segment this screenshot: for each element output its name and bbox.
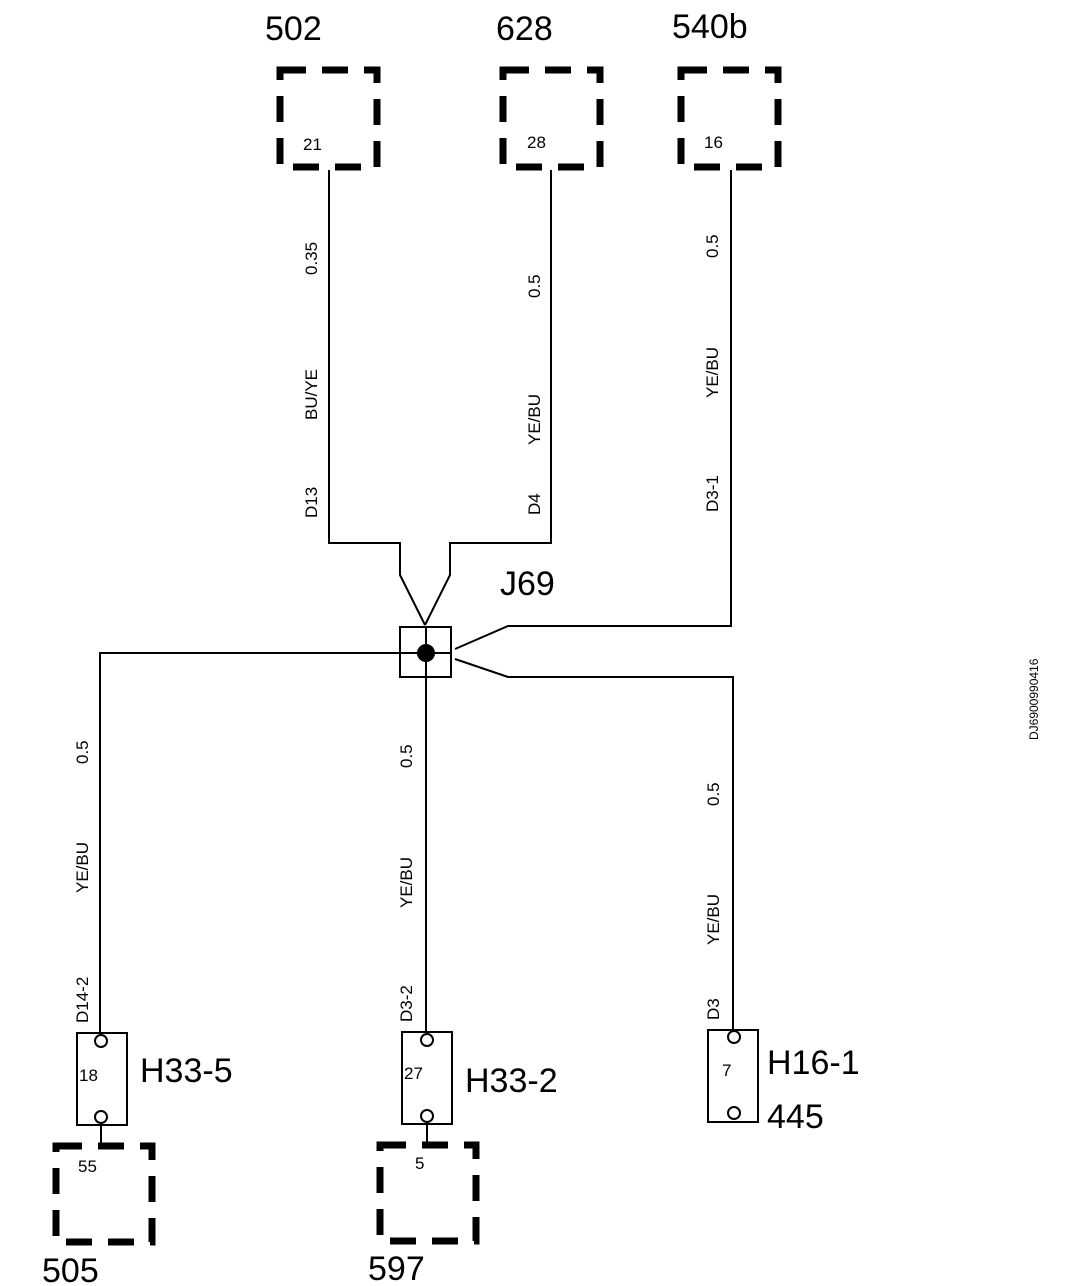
component-597-label: 597 (368, 1250, 425, 1286)
component-502-pin: 21 (303, 135, 322, 154)
component-540b-box (677, 66, 782, 171)
component-597-pin: 5 (415, 1154, 424, 1173)
connector-h16-1-pin-bottom (727, 1106, 741, 1120)
component-628-box (499, 66, 604, 171)
component-540b-label: 540b (672, 8, 748, 46)
component-505-box (52, 1142, 156, 1246)
connector-h33-2-body (401, 1031, 453, 1125)
component-628-pin: 28 (527, 133, 546, 152)
component-502: 502 21 (265, 10, 381, 171)
wire-d4-id: D4 (525, 493, 544, 515)
wire-d14-2-color: YE/BU (73, 842, 92, 893)
wire-d3-color: YE/BU (704, 894, 723, 945)
component-540b: 540b 16 (672, 8, 782, 171)
wire-d3 (454, 658, 734, 1030)
wire-d3-2-color: YE/BU (397, 857, 416, 908)
wire-d4-color: YE/BU (525, 394, 544, 445)
component-502-box (276, 66, 381, 171)
wire-d13-color: BU/YE (302, 369, 321, 420)
connector-h33-2-pin-top (420, 1033, 434, 1047)
component-505-pin: 55 (78, 1157, 97, 1176)
connector-h33-2-label: H33-2 (465, 1062, 558, 1100)
wire-d14-2-size: 0.5 (73, 740, 92, 764)
splice-label: J69 (500, 565, 555, 603)
connector-h33-2-pin: 27 (404, 1064, 423, 1083)
wire-d13-id: D13 (302, 487, 321, 518)
wire-d13-size: 0.35 (302, 242, 321, 275)
wire-d3-1-color: YE/BU (703, 347, 722, 398)
wire-d3-1-size: 0.5 (703, 234, 722, 258)
wire-d3-size: 0.5 (704, 782, 723, 806)
connector-h16-1: 7 H16-1 445 (707, 1029, 860, 1136)
wire-d14-2-id: D14-2 (73, 977, 92, 1023)
component-505: 55 505 (42, 1142, 156, 1286)
connector-h33-5-body (76, 1032, 128, 1126)
component-597-box (376, 1141, 480, 1245)
figure-id: DJ6900990416 (1027, 658, 1041, 740)
connector-h33-5-label: H33-5 (140, 1052, 233, 1090)
wire-d3-1-id: D3-1 (703, 475, 722, 512)
component-597: 5 597 (368, 1141, 480, 1286)
wire-d3-id: D3 (704, 998, 723, 1020)
wire-d3-1 (454, 170, 732, 650)
wire-d4-size: 0.5 (525, 274, 544, 298)
wire-d3-2-id: D3-2 (397, 985, 416, 1022)
connector-h33-2: 27 H33-2 (401, 1031, 558, 1125)
wire-d4 (424, 170, 552, 626)
wire-d3-2-size: 0.5 (397, 744, 416, 768)
component-628-label: 628 (496, 10, 553, 48)
connector-h33-5-pin-bottom (94, 1110, 108, 1124)
splice-dot (417, 644, 435, 662)
connector-h33-5-pin-top (94, 1034, 108, 1048)
component-540b-pin: 16 (704, 133, 723, 152)
connector-h33-5: 18 H33-5 (76, 1032, 233, 1126)
component-628: 628 28 (496, 10, 604, 171)
connector-h16-1-pin: 7 (722, 1061, 731, 1080)
component-502-label: 502 (265, 10, 322, 48)
splice-j69: J69 (399, 565, 555, 678)
connector-h16-1-pin-top (727, 1030, 741, 1044)
connector-h16-1-label: H16-1 (767, 1044, 860, 1082)
connector-h33-2-pin-bottom (420, 1109, 434, 1123)
connector-h33-5-pin: 18 (79, 1066, 98, 1085)
wire-d14-2 (99, 652, 400, 1033)
component-505-label: 505 (42, 1252, 99, 1286)
connector-h16-1-sub: 445 (767, 1098, 824, 1136)
wire-d13 (328, 170, 426, 626)
